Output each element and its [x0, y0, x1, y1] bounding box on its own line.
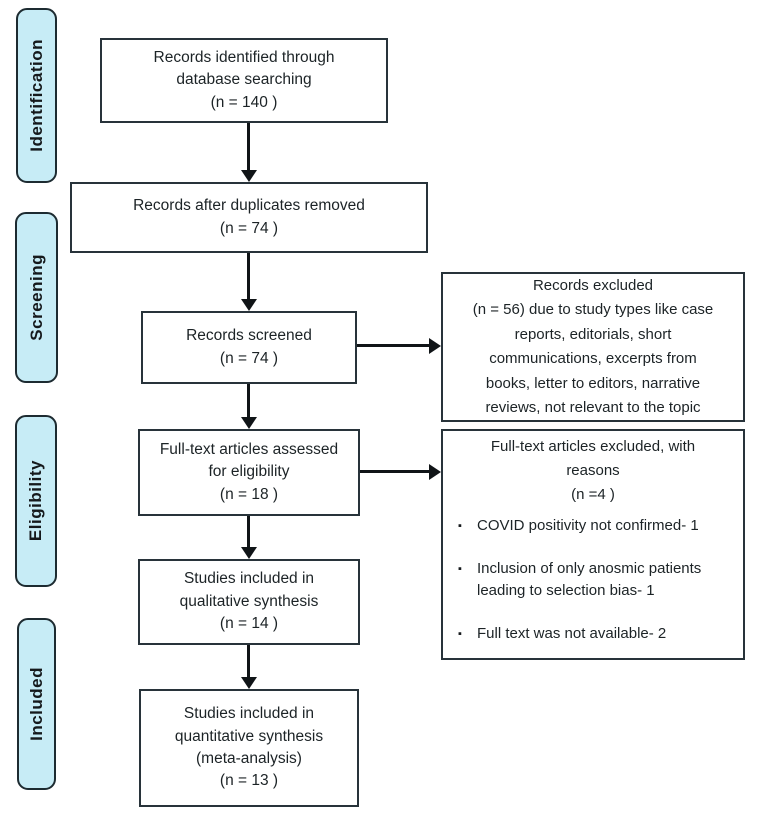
- stage-label-eligibility-text: Eligibility: [26, 460, 45, 542]
- exclusion-reason-text: Full text was not available- 2: [477, 625, 667, 642]
- fulltext-excluded-header: Full-text articles excluded, with reason…: [490, 438, 696, 503]
- arrow-qualitative-to-quantitative-icon: [247, 645, 250, 678]
- stage-label-included-text: Included: [26, 667, 46, 741]
- flow-box-duplicates-removed: Records after duplicates removed (n = 74…: [70, 182, 428, 253]
- exclusion-reason-text: Inclusion of only anosmic patients leadi…: [477, 560, 702, 599]
- list-item: ▪ COVID positivity not confirmed- 1: [443, 515, 743, 537]
- stage-label-eligibility: Eligibility: [15, 415, 57, 587]
- square-bullet-icon: ▪: [458, 628, 462, 640]
- stage-label-identification-text: Identification: [26, 39, 46, 152]
- list-item: ▪ Inclusion of only anosmic patients lea…: [443, 558, 743, 602]
- list-item: ▪ Full text was not available- 2: [443, 623, 743, 645]
- exclusion-box-fulltext-excluded: Full-text articles excluded, with reason…: [441, 429, 745, 660]
- square-bullet-icon: ▪: [458, 563, 462, 575]
- stage-label-screening-text: Screening: [26, 254, 46, 341]
- flow-box-records-identified: Records identified through database sear…: [100, 38, 388, 123]
- arrow-screened-to-excluded-icon: [357, 344, 430, 347]
- stage-label-included: Included: [17, 618, 56, 790]
- records-excluded-text: Records excluded (n = 56) due to study t…: [472, 276, 714, 417]
- arrow-duplicates-to-screened-icon: [247, 253, 250, 300]
- arrow-fulltext-to-excluded-icon: [360, 470, 430, 473]
- arrow-screened-to-fulltext-icon: [247, 384, 250, 418]
- flow-box-fulltext-assessed: Full-text articles assessed for eligibil…: [138, 429, 360, 516]
- stage-label-identification: Identification: [16, 8, 57, 183]
- exclusion-reasons-list: ▪ COVID positivity not confirmed- 1 ▪ In…: [443, 515, 743, 645]
- flow-box-records-screened: Records screened (n = 74 ): [141, 311, 357, 384]
- flow-box-quantitative-synthesis: Studies included in quantitative synthes…: [139, 689, 359, 807]
- square-bullet-icon: ▪: [458, 520, 462, 532]
- arrow-fulltext-to-qualitative-icon: [247, 516, 250, 548]
- flow-box-qualitative-synthesis: Studies included in qualitative synthesi…: [138, 559, 360, 645]
- stage-label-screening: Screening: [15, 212, 58, 383]
- exclusion-box-records-excluded: Records excluded (n = 56) due to study t…: [441, 272, 745, 422]
- exclusion-reason-text: COVID positivity not confirmed- 1: [477, 517, 699, 534]
- arrow-identified-to-duplicates-icon: [247, 123, 250, 171]
